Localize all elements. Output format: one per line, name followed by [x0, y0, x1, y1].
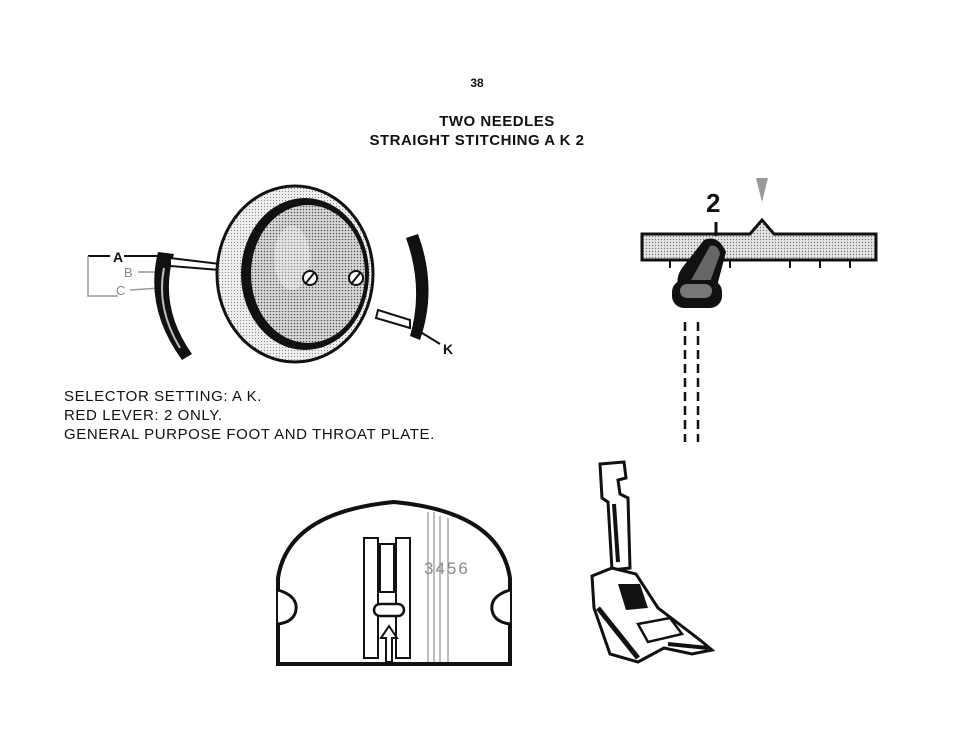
dial-knob [215, 184, 375, 364]
label-a: A [113, 249, 123, 265]
left-arm-shape [154, 252, 192, 360]
label-c: C [116, 283, 125, 298]
presser-foot-illustration [590, 460, 716, 664]
throat-plate-illustration: 3456 [276, 499, 512, 666]
selector-label-lines [87, 255, 161, 297]
feed-arrow-icon [379, 624, 399, 663]
page-number: 38 [470, 76, 484, 90]
instruction-foot-plate: GENERAL PURPOSE FOOT AND THROAT PLATE. [64, 426, 435, 443]
label-b: B [124, 265, 133, 280]
lever-indicator-illustration: 2 [640, 178, 878, 442]
instruction-red-lever: RED LEVER: 2 ONLY. [64, 407, 223, 424]
plate-markings: 3456 [424, 559, 470, 578]
right-arm-shape [406, 234, 429, 340]
red-lever-knob [672, 238, 726, 308]
needle-hole [372, 602, 406, 618]
label-k: K [443, 341, 453, 357]
feed-dog-slots [363, 537, 411, 659]
heading-line-2: STRAIGHT STITCHING A K 2 [369, 132, 585, 149]
heading-line-1: TWO NEEDLES [439, 113, 555, 130]
lever-position-label: 2 [706, 188, 720, 218]
indicator-arrow [756, 178, 768, 202]
presser-foot-shank [598, 460, 632, 572]
lever-slot-bar [640, 217, 878, 262]
presser-foot-sole [590, 566, 716, 664]
instruction-selector-setting: SELECTOR SETTING: A K. [64, 388, 262, 405]
plate-guide-lines [427, 512, 449, 662]
selector-dial-illustration: A B C K [87, 184, 453, 364]
